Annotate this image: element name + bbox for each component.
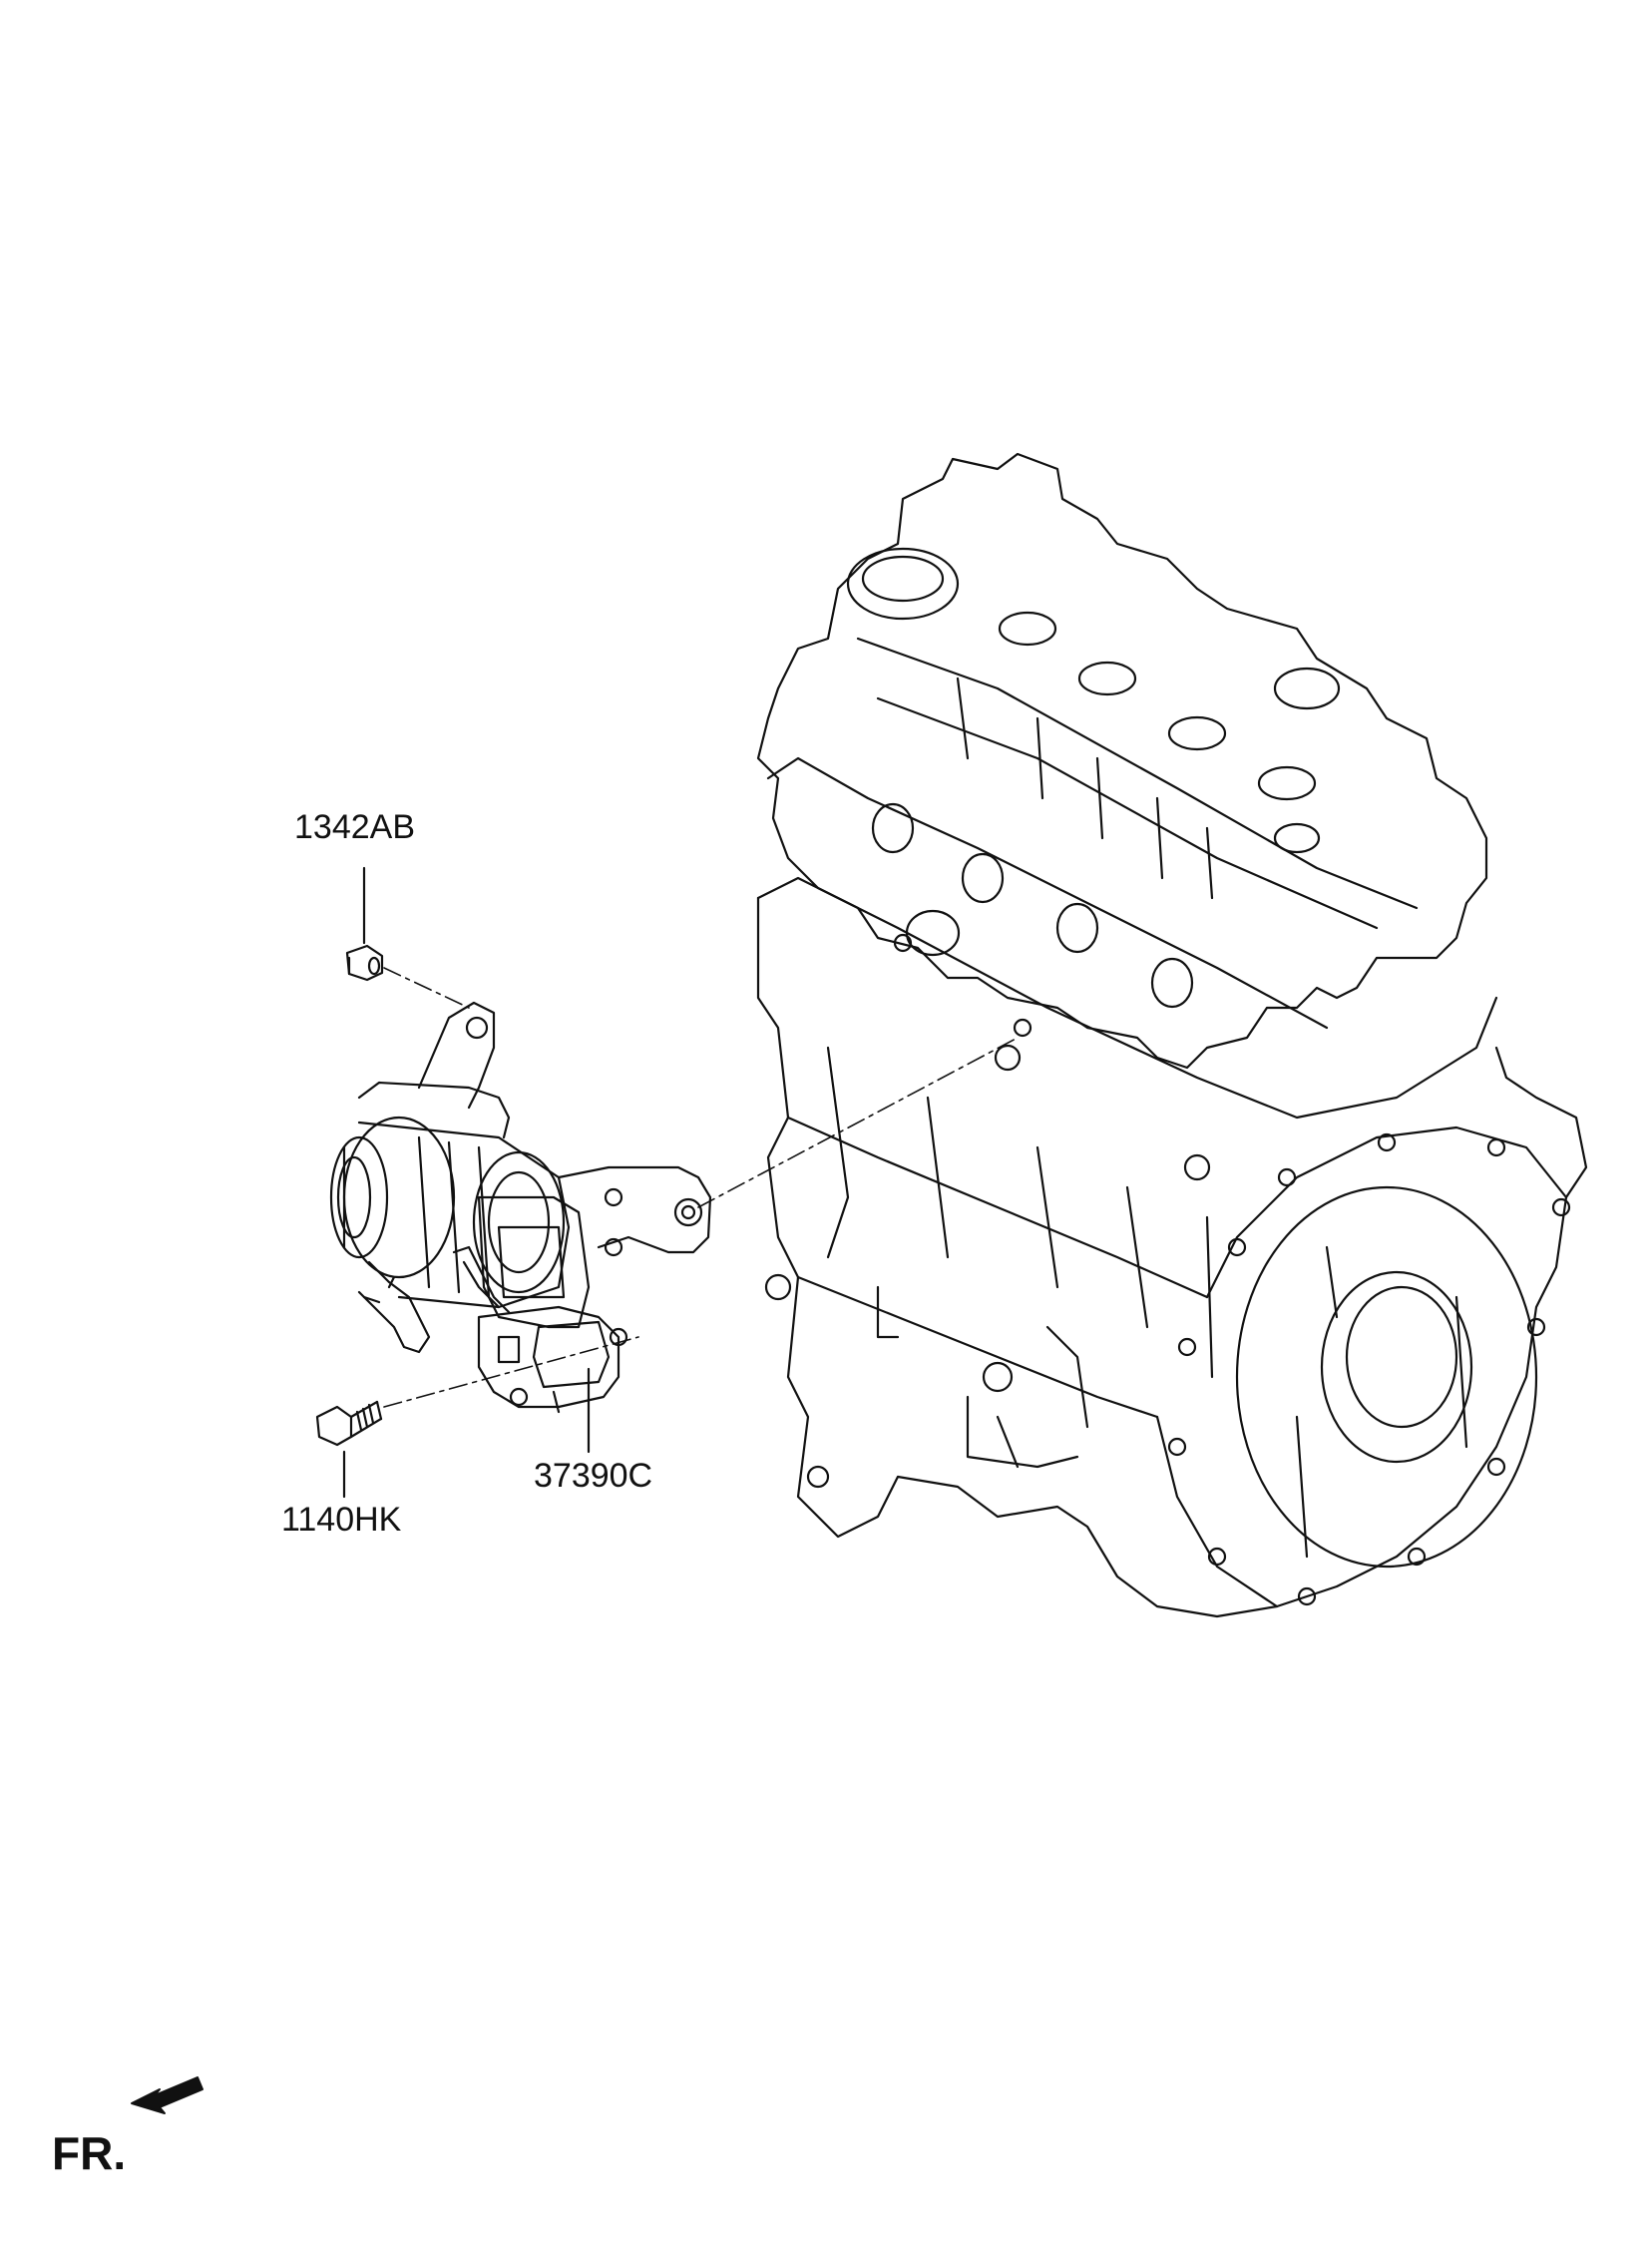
front-arrow-icon bbox=[131, 2076, 204, 2114]
engine-block-drawing bbox=[756, 452, 1588, 1618]
part-label-pump: 37390C bbox=[534, 1457, 653, 1495]
part-label-bolt: 1140HK bbox=[281, 1501, 402, 1539]
front-direction-label: FR. bbox=[52, 2127, 127, 2179]
part-label-nut: 1342AB bbox=[294, 808, 415, 846]
center-lines bbox=[383, 967, 1019, 1408]
leader-lines bbox=[342, 866, 591, 1499]
pump-assembly-drawing bbox=[329, 1001, 712, 1414]
nut-drawing bbox=[345, 944, 384, 982]
bolt-drawing bbox=[315, 1400, 383, 1447]
